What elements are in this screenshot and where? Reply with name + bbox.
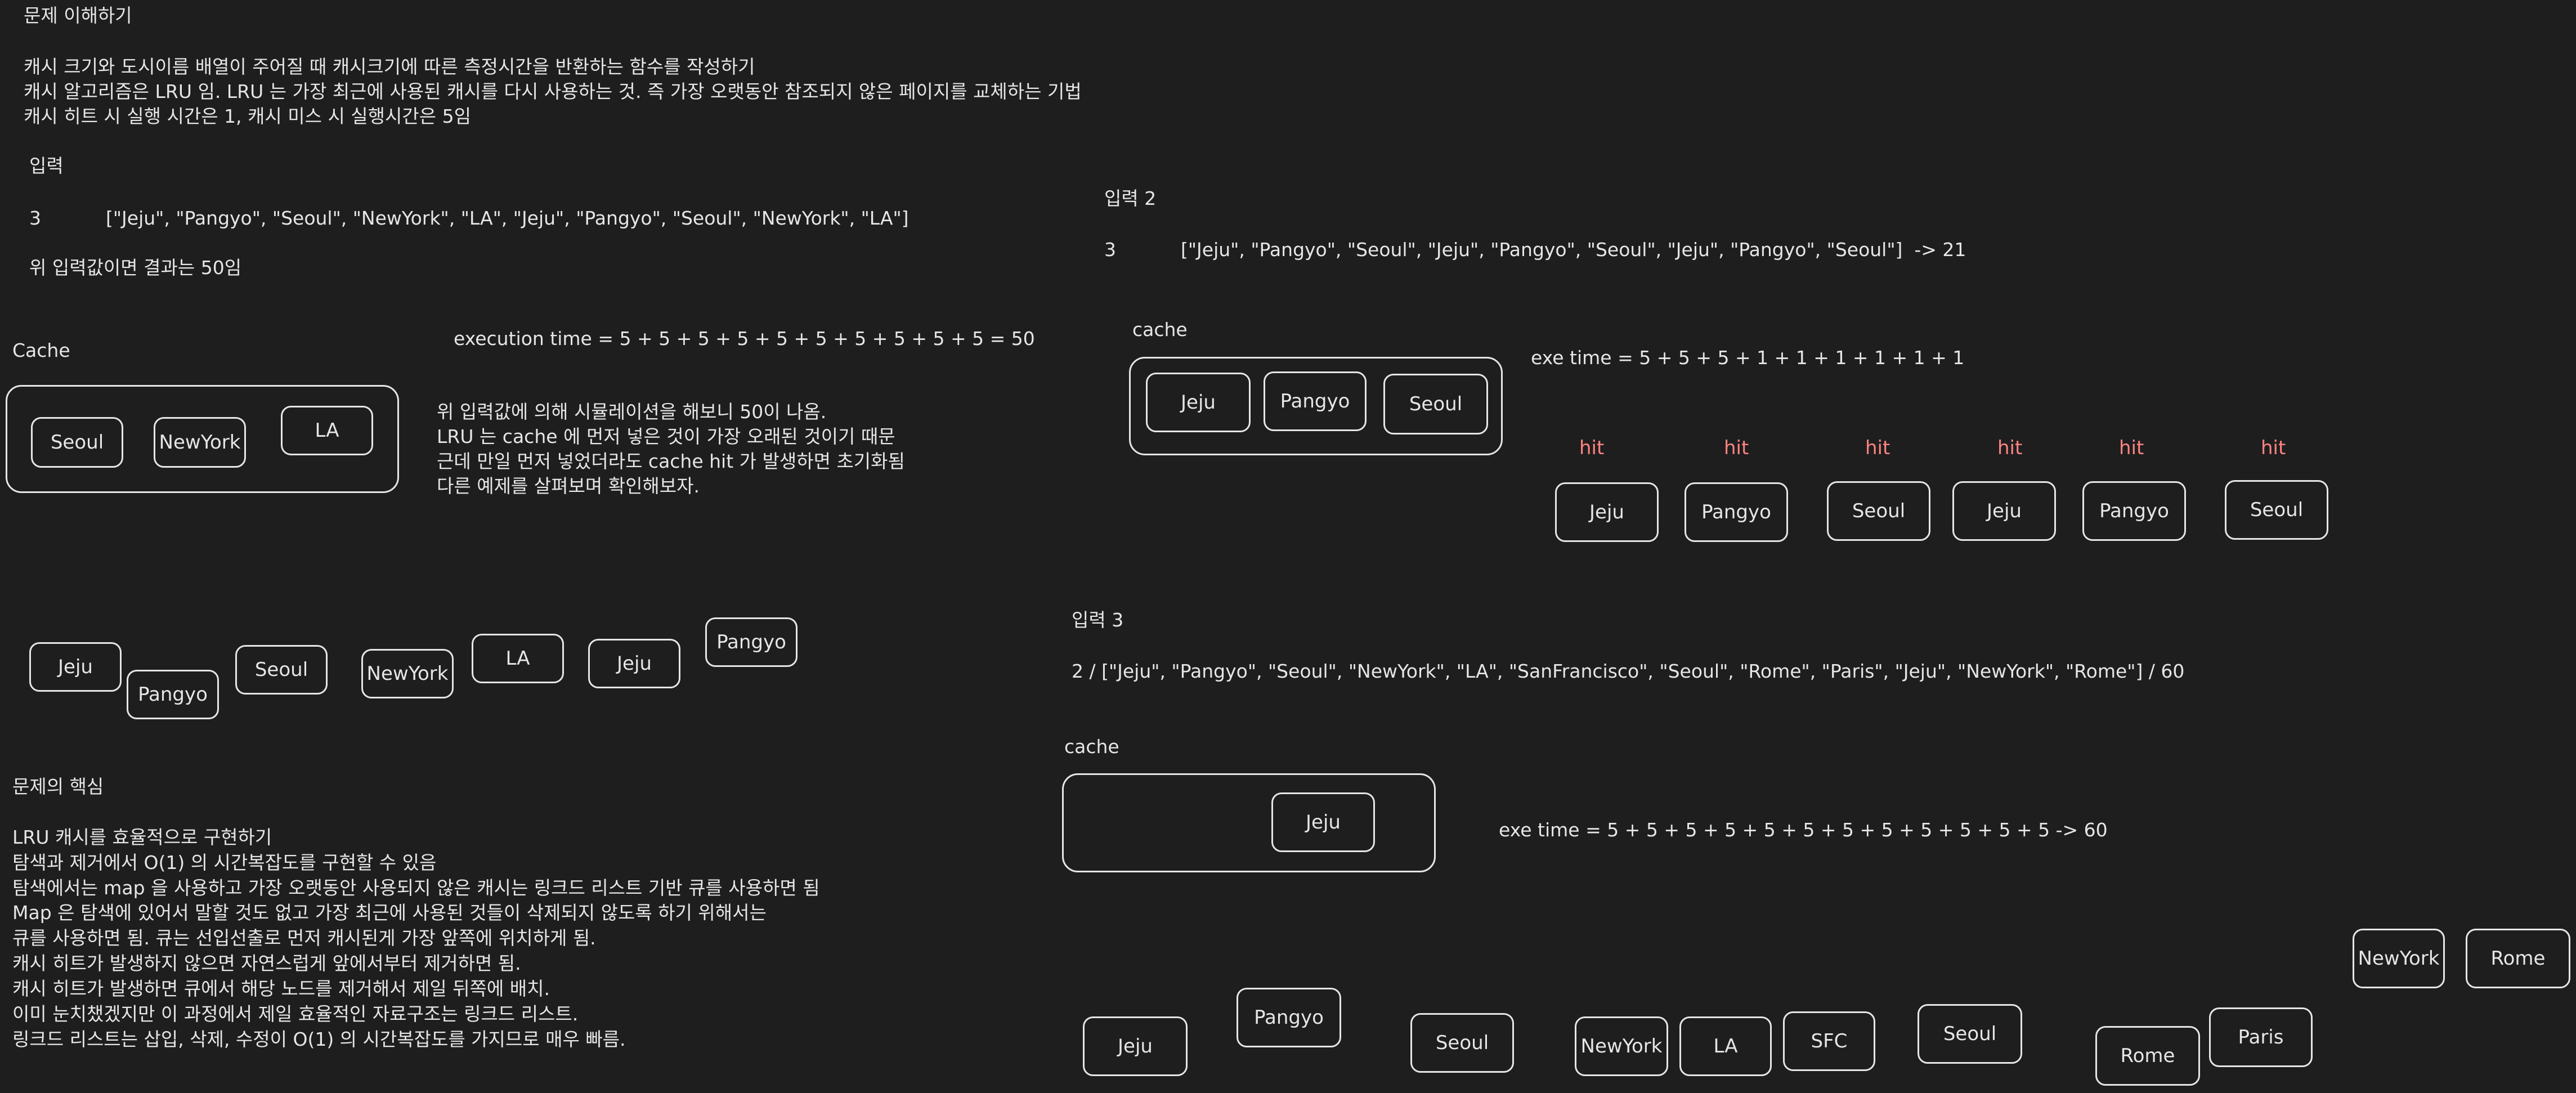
core-line: 캐시 히트가 발생하면 큐에서 해당 노드를 제거해서 제일 뒤쪽에 배치.: [12, 978, 550, 1000]
input1-note-1: 위 입력값에 의해 시뮬레이션을 해보니 50이 나옴.: [437, 401, 827, 423]
input2-array: ["Jeju", "Pangyo", "Seoul", "Jeju", "Pan…: [1181, 239, 1966, 261]
core-line: 링크드 리스트는 삽입, 삭제, 수정이 O(1) 의 시간복잡도를 가지므로 …: [12, 1028, 626, 1050]
input1-note-3: 근데 만일 먼저 넣었더라도 cache hit 가 발생하면 초기화됨: [437, 450, 905, 472]
input3-label: 입력 3: [1072, 609, 1124, 631]
understanding-heading: 문제 이해하기: [24, 5, 132, 26]
input3-sequence-item: Jeju: [1083, 1016, 1188, 1076]
input2-cache-item: Pangyo: [1264, 371, 1367, 431]
input1-cache-item: LA: [281, 406, 373, 455]
input1-cache-label: Cache: [12, 339, 70, 361]
core-line: Map 은 탐색에 있어서 말할 것도 없고 가장 최근에 사용된 것들이 삭제…: [12, 902, 767, 924]
input1-sequence-item: Jeju: [29, 642, 122, 692]
input2-hit-item: Jeju: [1555, 482, 1659, 542]
input1-sequence-item: Jeju: [588, 639, 680, 688]
input1-array: ["Jeju", "Pangyo", "Seoul", "NewYork", "…: [106, 207, 909, 229]
input1-exec-time: execution time = 5 + 5 + 5 + 5 + 5 + 5 +…: [454, 328, 1035, 350]
core-line: 탐색과 제거에서 O(1) 의 시간복잡도를 구현할 수 있음: [12, 852, 437, 873]
input2-hit-item: Seoul: [1827, 481, 1930, 541]
core-line: 캐시 히트가 발생하지 않으면 자연스럽게 앞에서부터 제거하면 됨.: [12, 952, 521, 974]
input3-sequence-item: LA: [1679, 1016, 1772, 1076]
input2-size: 3: [1104, 239, 1116, 261]
input1-label: 입력: [29, 155, 64, 177]
input3-line: 2 / ["Jeju", "Pangyo", "Seoul", "NewYork…: [1072, 660, 2185, 682]
input3-sequence-item: Pangyo: [1237, 988, 1341, 1047]
input3-sequence-item: Paris: [2209, 1007, 2313, 1067]
hit-label: hit: [1865, 437, 1890, 459]
input1-note-4: 다른 예제를 살펴보며 확인해보자.: [437, 475, 700, 497]
input3-sequence-item: Seoul: [1918, 1004, 2022, 1064]
input1-result: 위 입력값이면 결과는 50임: [29, 257, 242, 279]
input1-sequence-item: NewYork: [361, 649, 454, 698]
core-heading: 문제의 핵심: [12, 776, 104, 798]
input1-sequence-item: Seoul: [235, 645, 328, 695]
input3-cache-frame: [1062, 773, 1436, 872]
input3-sequence-item: NewYork: [2353, 929, 2445, 988]
input1-note-2: LRU 는 cache 에 먼저 넣은 것이 가장 오래된 것이기 때문: [437, 425, 895, 447]
core-line: 탐색에서는 map 을 사용하고 가장 오랫동안 사용되지 않은 캐시는 링크드…: [12, 877, 820, 899]
input2-label: 입력 2: [1104, 187, 1157, 209]
hit-label: hit: [1579, 437, 1605, 459]
input1-sequence-item: LA: [472, 634, 564, 683]
input2-hit-item: Pangyo: [2082, 481, 2186, 541]
input3-exe-time: exe time = 5 + 5 + 5 + 5 + 5 + 5 + 5 + 5…: [1499, 819, 2108, 841]
core-line: LRU 캐시를 효율적으로 구현하기: [12, 826, 272, 848]
core-line: 큐를 사용하면 됨. 큐는 선입선출로 먼저 캐시된게 가장 앞쪽에 위치하게 …: [12, 927, 596, 949]
input3-cache-item: Jeju: [1271, 792, 1375, 852]
input3-sequence-item: Rome: [2095, 1026, 2200, 1086]
input2-hit-item: Seoul: [2225, 480, 2328, 540]
input2-hit-item: Jeju: [1952, 481, 2056, 541]
understanding-line-1: 캐시 크기와 도시이름 배열이 주어질 때 캐시크기에 따른 측정시간을 반환하…: [24, 56, 755, 78]
hit-label: hit: [1724, 437, 1749, 459]
input2-cache-item: Jeju: [1146, 373, 1251, 432]
understanding-line-3: 캐시 히트 시 실행 시간은 1, 캐시 미스 시 실행시간은 5임: [24, 105, 471, 127]
input3-sequence-item: Rome: [2466, 929, 2570, 988]
hit-label: hit: [1997, 437, 2023, 459]
input3-cache-label: cache: [1064, 736, 1119, 758]
input1-cache-item: NewYork: [154, 417, 246, 468]
input2-exe-time: exe time = 5 + 5 + 5 + 1 + 1 + 1 + 1 + 1…: [1531, 347, 1965, 369]
input3-sequence-item: SFC: [1783, 1011, 1875, 1071]
input1-size: 3: [29, 207, 41, 229]
hit-label: hit: [2261, 437, 2286, 459]
input1-sequence-item: Pangyo: [127, 670, 219, 719]
input2-cache-item: Seoul: [1383, 374, 1488, 434]
input1-cache-item: Seoul: [31, 417, 123, 468]
input2-hit-item: Pangyo: [1685, 482, 1788, 542]
core-line: 이미 눈치챘겠지만 이 과정에서 제일 효율적인 자료구조는 링크드 리스트.: [12, 1003, 579, 1025]
input3-sequence-item: NewYork: [1575, 1016, 1668, 1076]
input2-cache-label: cache: [1132, 319, 1188, 341]
input3-sequence-item: Seoul: [1410, 1013, 1514, 1073]
input1-cache-frame: [6, 385, 399, 493]
hit-label: hit: [2119, 437, 2144, 459]
input1-sequence-item: Pangyo: [705, 617, 798, 667]
understanding-line-2: 캐시 알고리즘은 LRU 임. LRU 는 가장 최근에 사용된 캐시를 다시 …: [24, 80, 1082, 102]
input2-cache-frame: [1129, 357, 1503, 455]
